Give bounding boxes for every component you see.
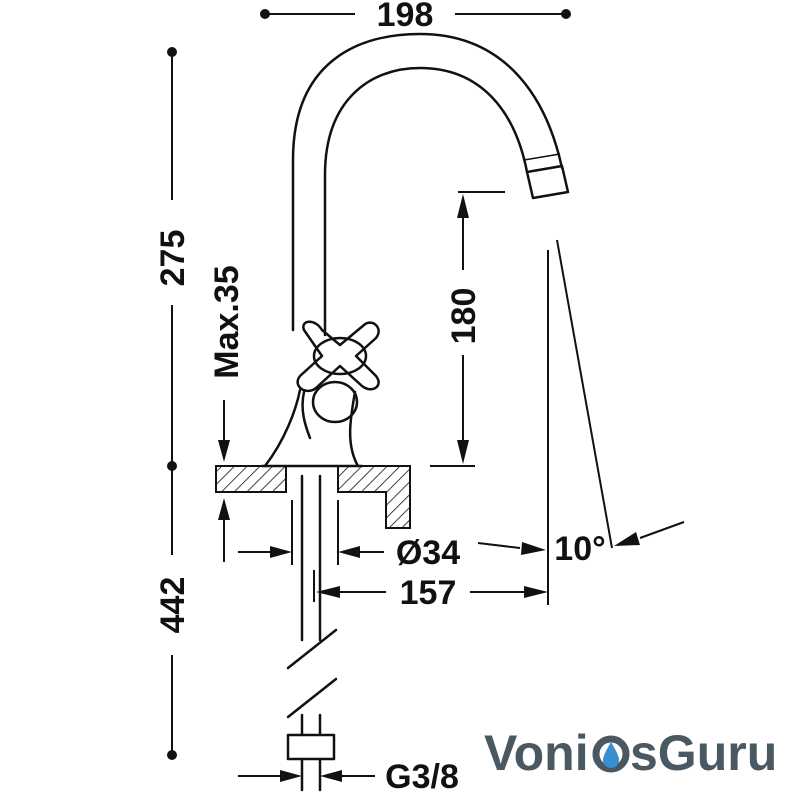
dimension-max-deck: Max.35 — [208, 265, 246, 562]
deck-section — [215, 465, 411, 529]
label-180: 180 — [445, 288, 483, 345]
dimension-angle-10: 10° — [547, 239, 685, 605]
label-275: 275 — [154, 230, 192, 287]
label-diameter: Ø34 — [396, 534, 460, 572]
dimension-diameter-34: Ø34 — [238, 500, 546, 572]
water-drop-icon — [603, 742, 619, 768]
label-157: 157 — [400, 574, 457, 612]
shank-pipe — [286, 474, 338, 792]
voniosguru-logo: Voni sGuru — [484, 725, 777, 781]
spout — [291, 32, 570, 337]
logo-text-part1: Voni — [484, 725, 589, 781]
dimension-thread: G3/8 — [238, 758, 459, 796]
label-max35: Max.35 — [208, 265, 246, 378]
logo-text-part2: sGuru — [630, 725, 777, 781]
cross-handle — [296, 320, 380, 440]
dimension-height-180: 180 — [430, 191, 505, 467]
label-442: 442 — [154, 577, 192, 634]
dimension-reach-157: 157 — [313, 570, 548, 612]
label-thread: G3/8 — [385, 758, 459, 796]
dimension-width-198: 198 — [260, 0, 571, 34]
label-198: 198 — [377, 0, 434, 34]
label-10-degrees: 10° — [554, 530, 605, 568]
dimension-height-left: 275 442 — [154, 47, 192, 760]
